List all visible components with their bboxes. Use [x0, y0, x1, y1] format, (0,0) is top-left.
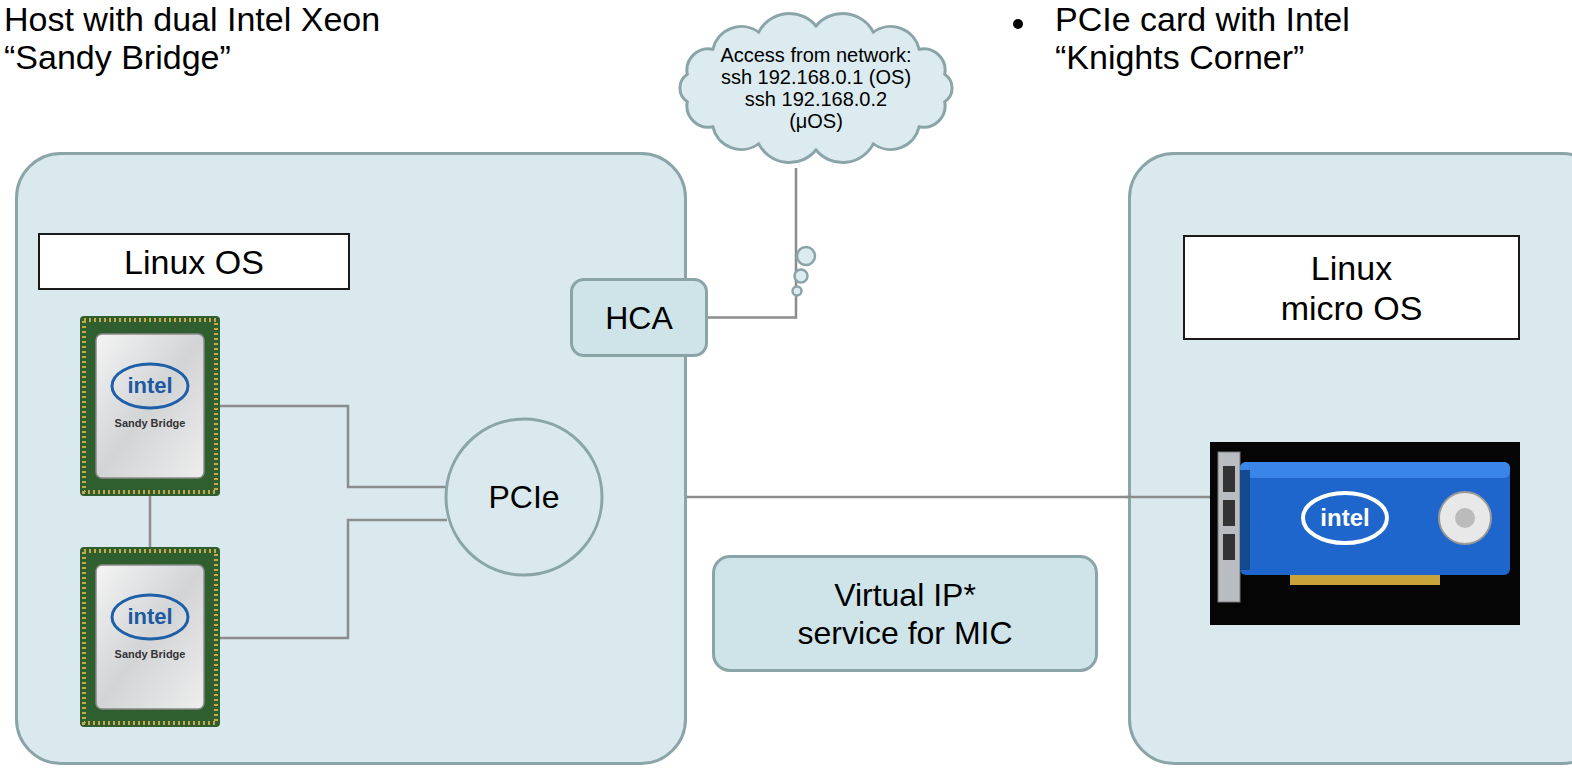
- bubble: [793, 287, 802, 296]
- chip-name: Sandy Bridge: [90, 416, 210, 430]
- heading-holder: Host with dual Intel Xeon “Sandy Bridge”: [4, 0, 424, 76]
- wire: [220, 520, 447, 638]
- bubble: [795, 270, 808, 283]
- bullet-dot: [1013, 19, 1023, 29]
- chip-logo: intel: [110, 372, 190, 400]
- adapter-box: HCA: [570, 278, 708, 357]
- wire: [149, 494, 152, 549]
- text-holder: Access from network: ssh 192.168.0.1 (OS…: [666, 8, 966, 168]
- label-holder: Sandy Bridge: [90, 647, 210, 661]
- label-holder: intel: [110, 603, 190, 631]
- label-holder: Sandy Bridge: [90, 416, 210, 430]
- node-label: Linux micro OS: [1272, 248, 1432, 328]
- service-box: Virtual IP* service for MIC: [712, 555, 1098, 672]
- card-logo: intel: [1305, 504, 1385, 532]
- host-panel: Host with dual Intel Xeon “Sandy Bridge”…: [15, 152, 687, 765]
- connector-line: [708, 168, 796, 318]
- node-label: Access from network: ssh 192.168.0.1 (OS…: [718, 44, 915, 132]
- coprocessor-card: [1210, 442, 1520, 625]
- text-holder: Linux OS: [40, 235, 348, 288]
- wire: [220, 406, 447, 487]
- label-holder: intel: [1305, 504, 1385, 532]
- cpu-chip: [80, 547, 220, 727]
- bubble: [797, 247, 815, 265]
- chip-logo: intel: [110, 603, 190, 631]
- heading-text: PCIe card with Intel “Knights Corner”: [1055, 0, 1445, 76]
- node-label: Virtual IP* service for MIC: [788, 576, 1023, 652]
- heading-text: Host with dual Intel Xeon “Sandy Bridge”: [4, 0, 424, 76]
- text-holder: Virtual IP* service for MIC: [715, 558, 1095, 669]
- text-holder: HCA: [573, 281, 705, 354]
- os-box: Linux OS: [38, 233, 350, 290]
- bus-circle: PCIe: [444, 417, 604, 577]
- label-holder: intel: [110, 372, 190, 400]
- card-panel: PCIe card with Intel “Knights Corner”Lin…: [1128, 152, 1572, 765]
- node-label: PCIe: [488, 478, 559, 516]
- text-holder: PCIe: [444, 417, 604, 577]
- node-label: Linux OS: [124, 242, 264, 282]
- chip-name: Sandy Bridge: [90, 647, 210, 661]
- cpu-chip: [80, 316, 220, 496]
- heading-holder: PCIe card with Intel “Knights Corner”: [1055, 0, 1445, 76]
- wire: [1126, 496, 1212, 499]
- text-holder: Linux micro OS: [1185, 237, 1518, 338]
- os-box: Linux micro OS: [1183, 235, 1520, 340]
- note-cloud: Access from network: ssh 192.168.0.1 (OS…: [666, 8, 966, 168]
- node-label: HCA: [605, 299, 673, 337]
